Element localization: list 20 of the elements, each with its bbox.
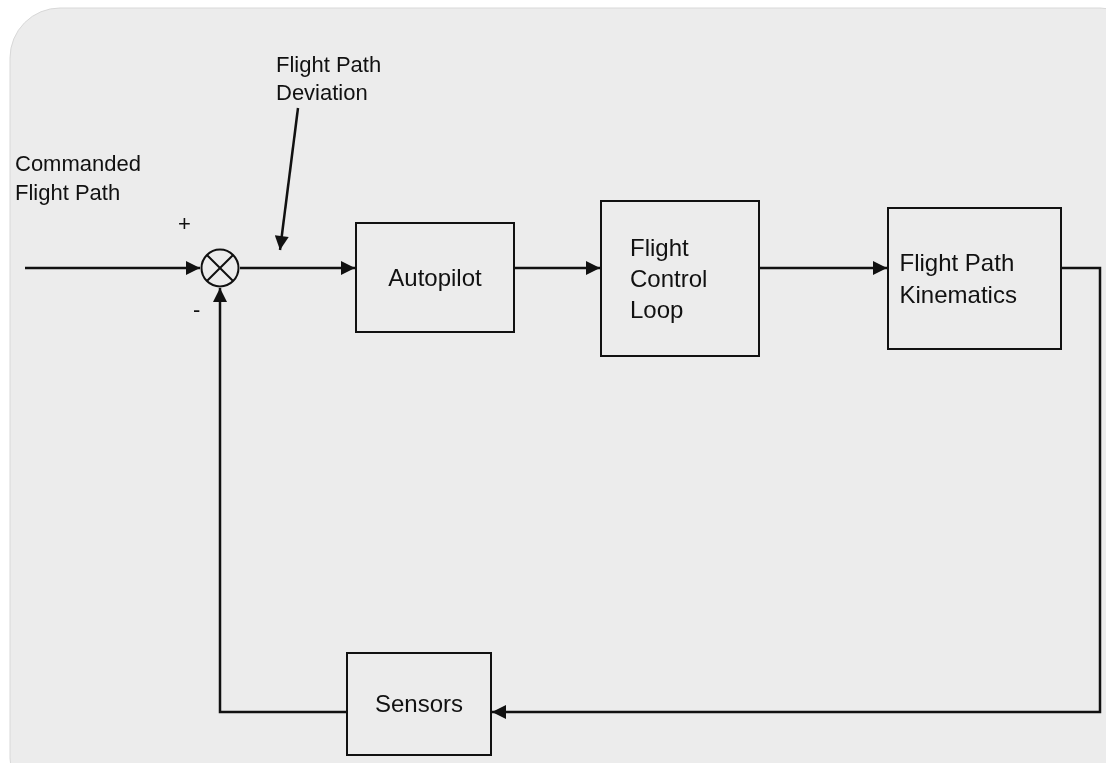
process-box bbox=[600, 200, 760, 357]
process-box bbox=[346, 652, 492, 756]
box-label: Sensors bbox=[374, 689, 463, 720]
box-label: Flight Path Kinematics bbox=[899, 248, 1018, 310]
arrow bbox=[240, 261, 355, 275]
box-label: Autopilot bbox=[388, 262, 482, 293]
arrow bbox=[25, 261, 200, 275]
summing-junction bbox=[200, 248, 240, 288]
arrow bbox=[213, 288, 346, 714]
annotation-text: Flight Path Deviation bbox=[276, 50, 383, 108]
sign-label: + bbox=[178, 210, 192, 238]
arrow bbox=[760, 261, 887, 275]
input-label: Commanded Flight Path bbox=[15, 150, 142, 207]
process-box bbox=[887, 207, 1062, 350]
leader-line bbox=[274, 107, 300, 251]
arrow bbox=[515, 261, 600, 275]
box-label: Flight Control Loop bbox=[630, 232, 709, 326]
arrow bbox=[492, 266, 1102, 719]
process-box bbox=[355, 222, 515, 333]
sign-label: - bbox=[193, 296, 202, 324]
